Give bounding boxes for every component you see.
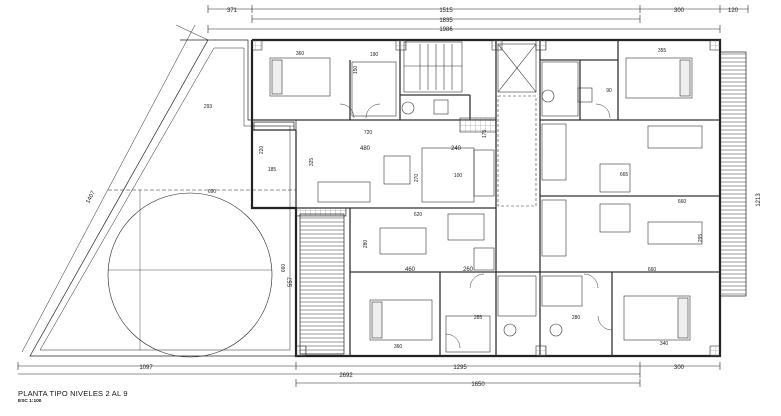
bed-furniture [269,57,693,341]
dim-295: 295 [698,234,704,243]
dim-1213: 1213 [756,193,762,207]
dim-340: 340 [660,341,669,347]
terrace-left [21,24,297,358]
dim-240: 240 [451,146,462,152]
dim-90: 90 [606,88,612,94]
dim-660c: 660 [281,264,287,273]
dim-280b: 280 [572,315,581,321]
balcony-left-upper [253,121,295,131]
dim-1986: 1986 [439,27,453,33]
dim-1515: 1515 [439,8,453,14]
dim-270: 270 [414,174,420,183]
dim-1295: 1295 [453,365,467,371]
dim-260: 260 [463,267,474,273]
dim-1835: 1835 [439,18,453,24]
dim-1097: 1097 [139,365,153,371]
dim-360b: 360 [394,344,403,350]
balcony-right [719,51,747,297]
dim-100: 100 [454,173,463,179]
plan-title: PLANTA TIPO NIVELES 2 AL 9 [18,389,128,398]
dim-150: 150 [353,66,359,75]
dimensions-bottom [17,362,721,387]
dim-620: 620 [414,212,423,218]
dim-190: 190 [370,52,379,58]
dim-185: 185 [268,167,277,173]
dim-720: 720 [364,130,373,136]
inner-dimensions: 360 190 150 355 90 720 175 480 240 220 3… [259,48,704,350]
dim-220: 220 [259,146,265,155]
dim-480: 480 [360,146,371,152]
dim-120: 120 [728,8,739,14]
dim-300-top: 300 [674,8,685,14]
dim-660a: 660 [678,199,687,205]
dim-460: 460 [405,267,416,273]
dim-300-bottom: 300 [674,365,685,371]
plan-scale: ESC 1:100 [18,399,42,404]
dim-690: 690 [208,189,217,195]
dim-285: 285 [474,315,483,321]
dim-2692: 2692 [339,373,353,379]
kitchen-counters [421,123,583,307]
dim-665: 665 [620,172,629,178]
dim-325: 325 [309,158,315,167]
dim-660b: 660 [648,267,657,273]
dim-360a: 360 [296,51,305,57]
dim-1650: 1650 [471,382,485,388]
living-furniture [317,125,703,255]
dim-175: 175 [482,130,488,139]
balcony-left-lower [299,213,345,355]
dim-557: 557 [288,276,294,287]
dim-293: 293 [204,104,213,110]
dimensions-top [207,5,749,33]
dim-371: 371 [227,8,238,14]
dim-280a: 280 [363,240,369,249]
dim-355: 355 [658,48,667,54]
elevator-shaft [497,95,537,207]
dim-1407: 1407 [85,190,97,205]
door-swings [339,103,613,349]
stair-core [403,41,537,93]
structure-hatch [251,39,721,357]
